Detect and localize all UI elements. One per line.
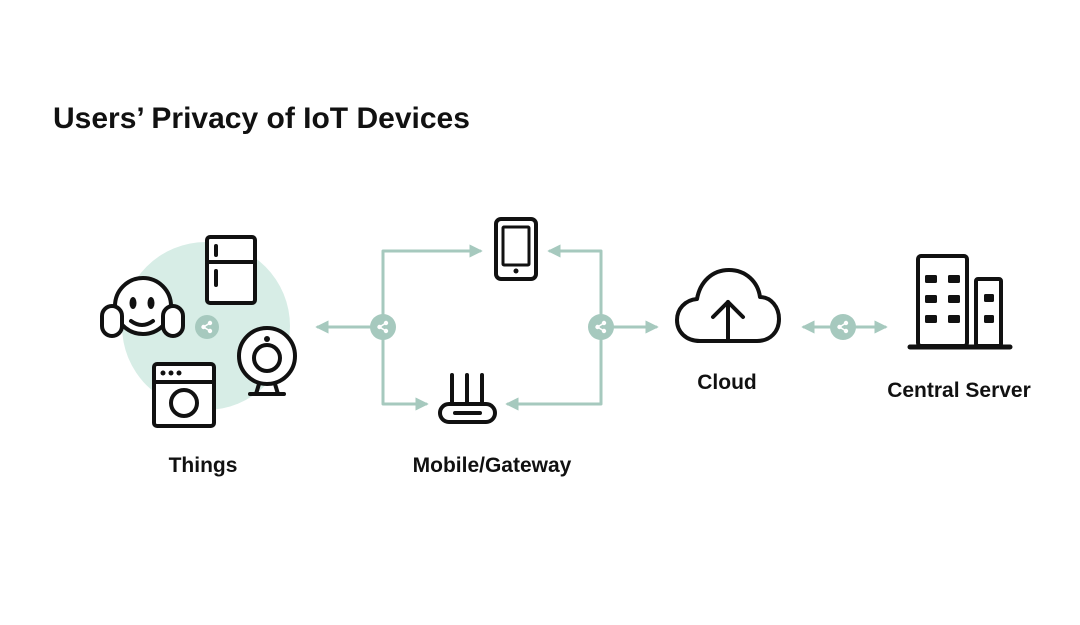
arrow-cloud-to-phone: [547, 244, 603, 318]
arrow-cloud-to-router: [505, 336, 603, 411]
share-nodes-icon: [201, 320, 213, 334]
label-central-server: Central Server: [887, 379, 1031, 402]
webcam-icon: [237, 326, 297, 396]
hub-cloud-server: [830, 314, 856, 340]
label-mobile-gateway: Mobile/Gateway: [413, 454, 572, 477]
hub-gateway-right-circle: [588, 314, 614, 340]
label-cloud: Cloud: [697, 371, 756, 394]
arrow-gateway-to-phone: [381, 244, 483, 318]
share-nodes-icon: [837, 320, 849, 334]
arrow-gateway-to-router: [381, 336, 429, 411]
router-icon: [438, 373, 497, 424]
hub-things-circle: [195, 315, 219, 339]
hub-cloud-server-circle: [830, 314, 856, 340]
smartphone-icon: [494, 217, 538, 281]
headphones-face-icon: [100, 276, 185, 338]
washing-machine-icon: [152, 362, 216, 428]
flow-connectors: [315, 244, 888, 411]
hub-things: [195, 315, 219, 339]
label-things: Things: [169, 454, 238, 477]
buildings-icon: [907, 254, 1013, 350]
hub-gateway-left: [370, 314, 396, 340]
cloud-upload-icon: [675, 268, 781, 343]
fridge-icon: [205, 235, 257, 305]
hub-gateway-right: [588, 314, 614, 340]
page-title: Users’ Privacy of IoT Devices: [53, 102, 470, 135]
share-nodes-icon: [595, 320, 607, 334]
share-nodes-icon: [377, 320, 389, 334]
hub-gateway-left-circle: [370, 314, 396, 340]
